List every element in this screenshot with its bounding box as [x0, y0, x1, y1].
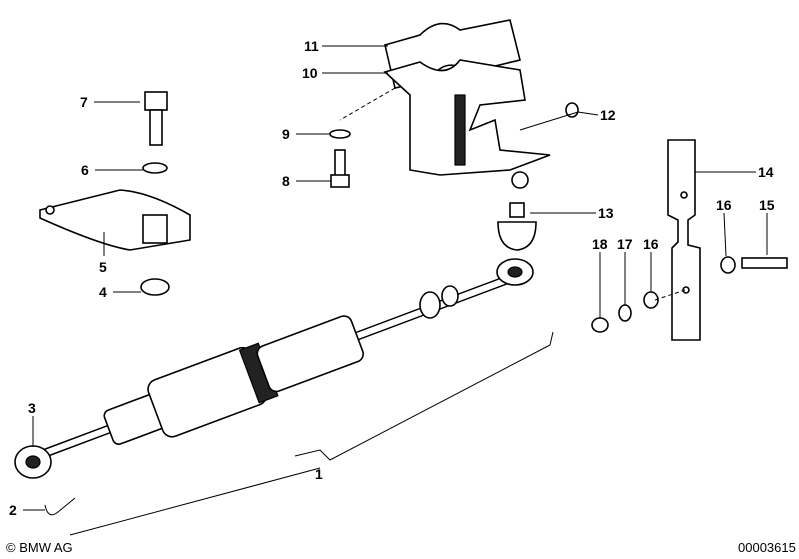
bracket-clamp	[383, 19, 551, 189]
callout-12: 12	[600, 107, 616, 123]
callout-13: 13	[598, 205, 614, 221]
callout-17: 17	[617, 236, 633, 252]
callout-10: 10	[302, 65, 318, 81]
callout-4: 4	[99, 284, 107, 300]
callout-2: 2	[9, 502, 17, 518]
callout-1: 1	[315, 466, 323, 482]
callout-18: 18	[592, 236, 608, 252]
callout-7: 7	[80, 94, 88, 110]
callout-16-upper: 16	[716, 197, 732, 213]
callout-11: 11	[304, 38, 319, 54]
steering-damper	[14, 258, 534, 479]
diagram-number: 00003615	[738, 540, 796, 555]
mounting-plate	[591, 139, 788, 341]
callout-6: 6	[81, 162, 89, 178]
callout-3: 3	[28, 400, 36, 416]
callout-15: 15	[759, 197, 775, 213]
callout-16-lower: 16	[643, 236, 659, 252]
bolt-and-bracket	[39, 91, 191, 296]
callout-9: 9	[282, 126, 290, 142]
leader-lines	[23, 45, 768, 536]
callout-5: 5	[99, 259, 107, 275]
callout-14: 14	[758, 164, 774, 180]
callout-8: 8	[282, 173, 290, 189]
copyright-label: © BMW AG	[6, 540, 73, 555]
clip	[44, 497, 76, 516]
